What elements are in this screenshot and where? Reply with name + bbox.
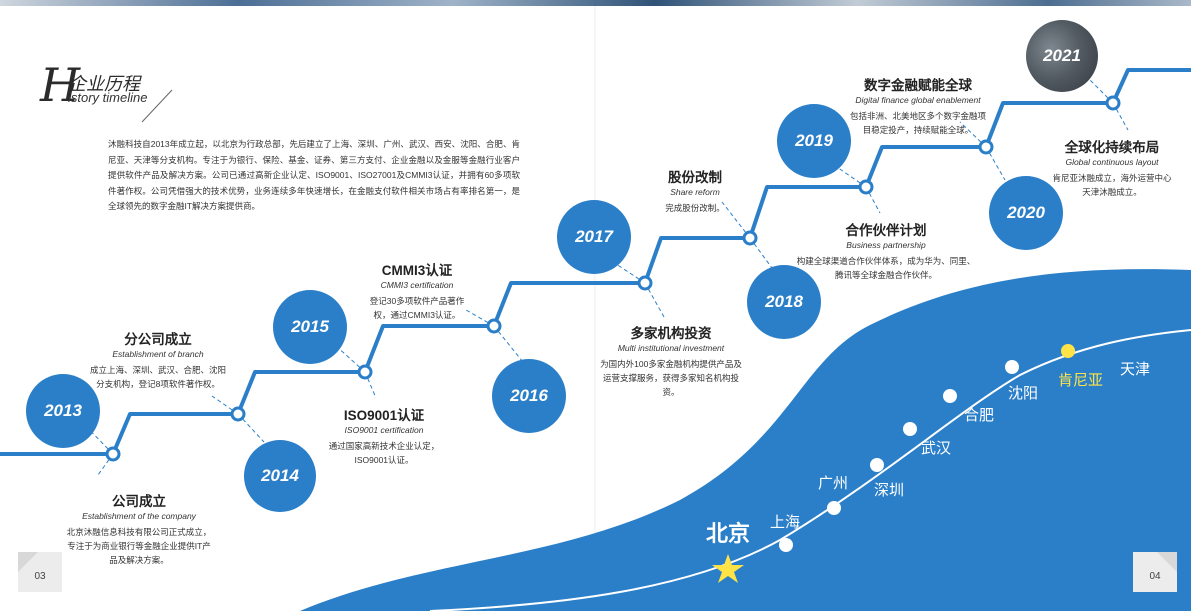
event-desc: 为国内外100多家金融机构提供产品及运营支撑服务，获得多家知名机构投资。 (600, 359, 742, 397)
event-2017: 多家机构投资 Multi institutional investment 为国… (596, 322, 746, 399)
event-2019: 合作伙伴计划 Business partnership 构建全球渠道合作伙伴体系… (796, 219, 976, 282)
event-desc: 构建全球渠道合作伙伴体系，成为华为、同里、腾讯等全球金融合作伙伴。 (796, 256, 976, 280)
year-disc-2015: 2015 (273, 290, 347, 364)
city-guangzhou: 广州 (818, 475, 849, 492)
event-desc: 成立上海、深圳、武汉、合肥、沈阳分支机构，登记8项软件著作权。 (89, 365, 226, 389)
event-subtitle: Global continuous layout (1065, 157, 1159, 167)
event-subtitle: ISO9001 certification (344, 425, 424, 435)
event-2014: 分公司成立 Establishment of branch 成立上海、深圳、武汉… (88, 328, 228, 391)
event-desc: 登记30多项软件产品著作权，通过CMMI3认证。 (369, 296, 465, 320)
event-desc: 包括非洲、北美地区多个数字金融项目稳定投产，持续赋能全球。 (849, 111, 986, 135)
event-title: 分公司成立 (124, 332, 192, 347)
event-title: 数字金融赋能全球 (864, 78, 972, 93)
event-title: 全球化持续布局 (1064, 140, 1160, 155)
event-subtitle: Digital finance global enablement (855, 95, 981, 105)
event-desc: 北京沐融信息科技有限公司正式成立，专注于为商业银行等金融企业提供IT产品及解决方… (66, 527, 212, 565)
page-fold (594, 0, 597, 611)
year-disc-2019: 2019 (777, 104, 851, 178)
city-kenya: 肯尼亚 (1058, 372, 1104, 389)
city-shenzhen: 深圳 (874, 482, 905, 499)
year-disc-2013: 2013 (26, 374, 100, 448)
city-shenyang: 沈阳 (1008, 385, 1039, 402)
event-2018: 股份改制 Share reform 完成股份改制。 (650, 166, 740, 215)
event-desc: 通过国家高新技术企业认定，ISO9001认证。 (328, 441, 440, 465)
route-arc (429, 329, 1191, 611)
intro-paragraph: 沐融科技自2013年成立起，以北京为行政总部，先后建立了上海、深圳、广州、武汉、… (108, 139, 520, 211)
event-2020: 数字金融赋能全球 Digital finance global enableme… (846, 74, 990, 137)
section-heading: H 企业历程 istory timeline (40, 62, 190, 112)
page-number-left: 03 (34, 571, 46, 582)
event-title: 合作伙伴计划 (845, 223, 927, 238)
event-subtitle: Business partnership (846, 240, 926, 250)
event-title: 股份改制 (668, 170, 722, 185)
event-2013: 公司成立 Establishment of the company 北京沐融信息… (64, 490, 214, 567)
event-desc: 完成股份改制。 (665, 203, 725, 213)
event-title: 多家机构投资 (630, 326, 712, 341)
year-disc-2021: 2021 (1026, 20, 1098, 92)
star-icon (712, 554, 744, 583)
heading-letter: H (40, 58, 81, 112)
year-disc-2017: 2017 (557, 200, 631, 274)
page-tabs-bg (18, 552, 1177, 592)
heading-slash (141, 89, 173, 123)
event-2021: 全球化持续布局 Global continuous layout 肯尼亚沐融成立… (1050, 136, 1174, 199)
city-shanghai: 上海 (770, 514, 801, 531)
city-tianjin: 天津 (1120, 361, 1151, 378)
event-2016: CMMI3认证 CMMI3 certification 登记30多项软件产品著作… (362, 259, 472, 322)
heading-cn: 企业历程 (68, 74, 140, 94)
event-subtitle: Establishment of branch (112, 349, 204, 359)
year-disc-2016: 2016 (492, 359, 566, 433)
year-disc-2014: 2014 (244, 440, 316, 512)
event-title: ISO9001认证 (343, 408, 425, 423)
event-subtitle: Establishment of the company (82, 511, 196, 521)
header-image-strip (0, 0, 1191, 6)
year-disc-2018: 2018 (747, 265, 821, 339)
event-subtitle: Multi institutional investment (617, 343, 725, 353)
event-title: CMMI3认证 (381, 263, 453, 278)
event-desc: 肯尼亚沐融成立，海外运营中心天津沐融成立。 (1052, 173, 1172, 197)
timeline-path (0, 68, 1191, 456)
year-disc-2020: 2020 (989, 176, 1063, 250)
map-wave (300, 269, 1191, 611)
event-subtitle: CMMI3 certification (380, 280, 454, 290)
city-hefei: 合肥 (964, 407, 995, 424)
city-dots (779, 344, 1075, 552)
timeline-nodes (105, 95, 1121, 462)
page-number-right: 04 (1149, 571, 1161, 582)
city-beijing: 北京 (706, 521, 751, 546)
event-subtitle: Share reform (670, 187, 720, 197)
city-wuhan: 武汉 (921, 440, 952, 457)
heading-en: istory timeline (68, 90, 148, 105)
event-title: 公司成立 (112, 494, 166, 509)
event-2015: ISO9001认证 ISO9001 certification 通过国家高新技术… (324, 404, 444, 467)
